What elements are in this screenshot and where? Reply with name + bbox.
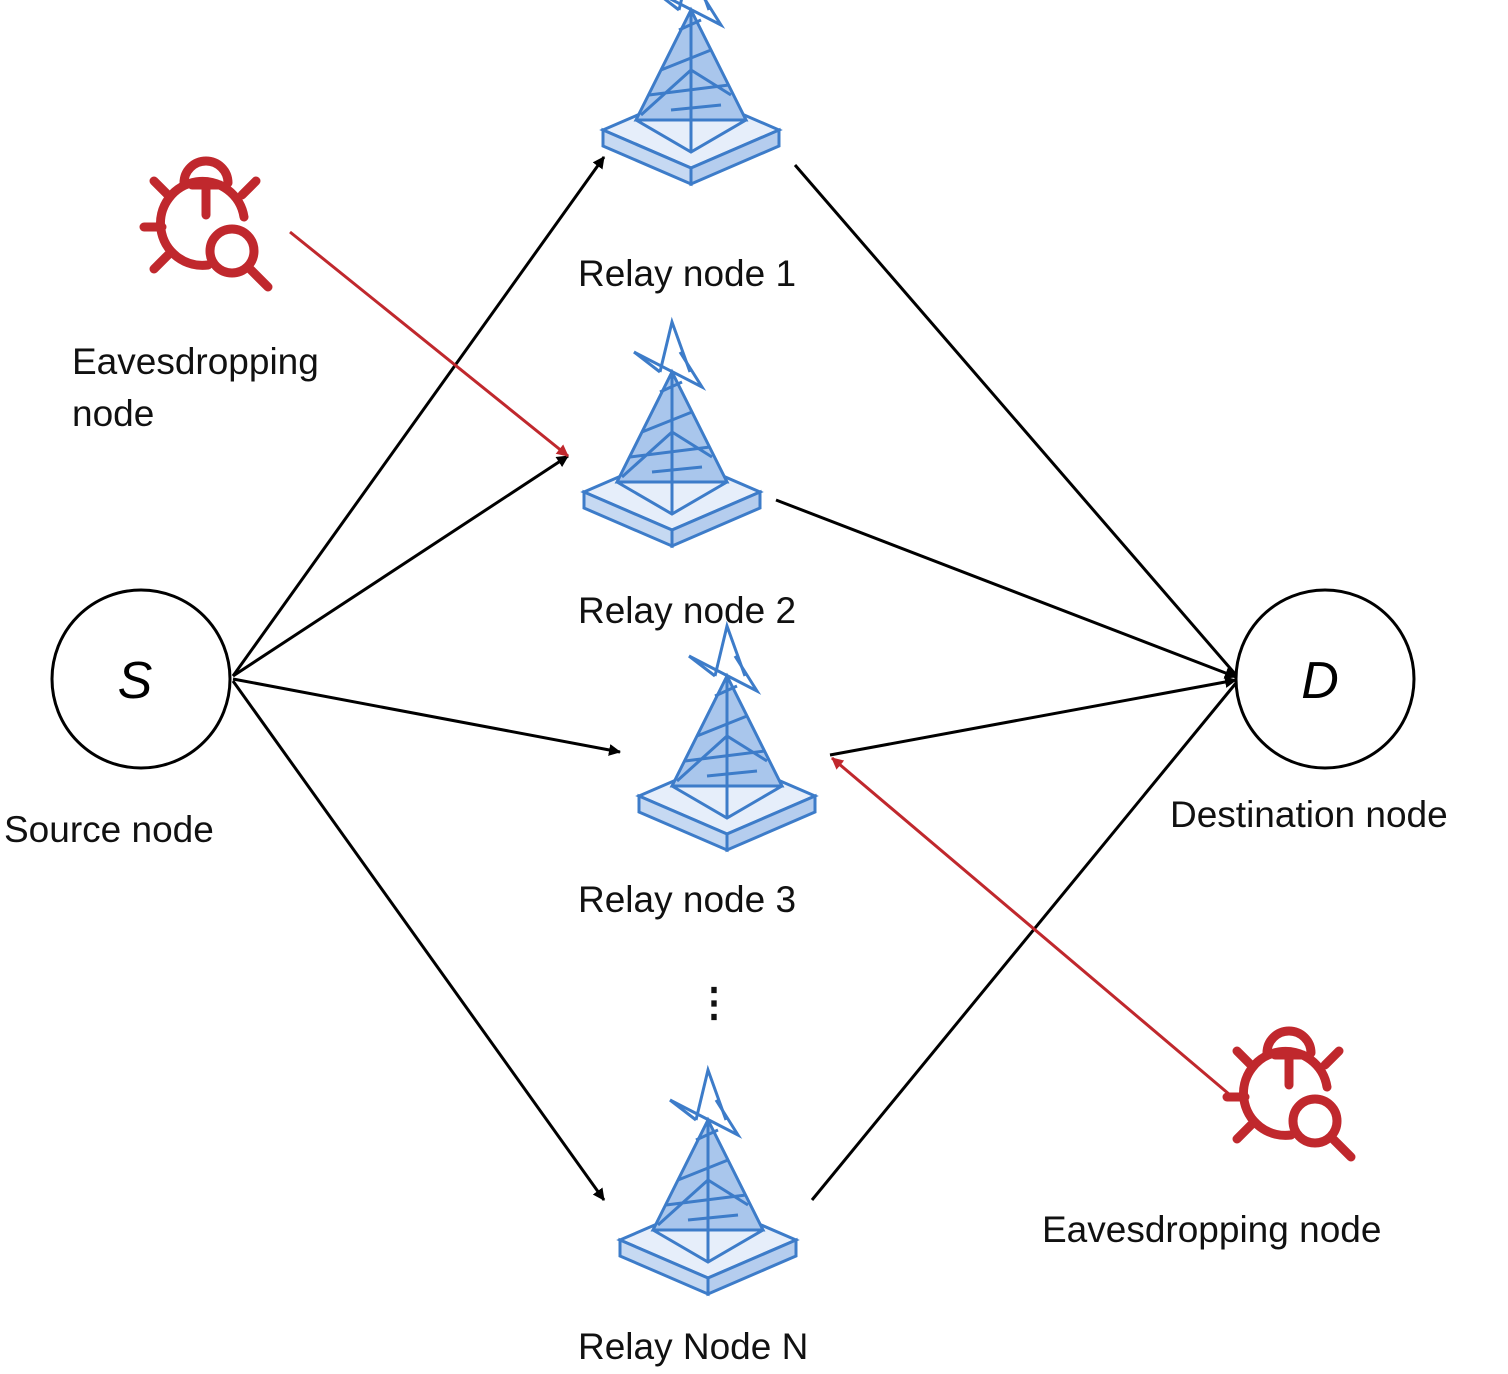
source-node: S [50,588,232,770]
relay-tower-icon-3 [637,624,817,852]
eavesdropper-label-1: Eavesdropping node [72,341,319,434]
source-letter: S [118,652,153,710]
source-to-relay-links [231,156,621,1201]
relay-label-N: Relay Node N [578,1326,809,1367]
relay-tower-icon-N [618,1068,798,1296]
bug-icon-eavesdropper-2 [1227,1031,1351,1157]
relay-ellipsis: ⋮ [694,981,734,1025]
relay-tower-icon-1 [601,0,781,186]
destination-letter: D [1301,652,1339,710]
eavesdropper-label-2: Eavesdropping node [1042,1209,1382,1250]
link-source-relay1 [231,156,606,677]
destination-node-label: Destination node [1170,794,1448,835]
link-relayN-destination [810,682,1238,1201]
relay-to-destination-links [775,164,1238,1201]
bug-icon-eavesdropper-1 [144,161,268,287]
link-source-relay3 [232,677,621,756]
link-source-relay2 [232,454,569,678]
relay-tower-icon-2 [582,320,762,548]
relay-label-1: Relay node 1 [578,253,797,294]
link-source-relayN [231,680,606,1201]
relay-label-2: Relay node 2 [578,590,797,631]
source-node-label: Source node [4,809,214,850]
link-eavesdropper1-relay2 [289,230,569,458]
link-relay3-destination [829,676,1237,757]
link-eavesdropper2-relay3 [831,756,1237,1102]
destination-node: D [1234,588,1416,770]
link-relay2-destination [775,498,1237,679]
eavesdropping-links [289,230,1237,1102]
relay-label-3: Relay node 3 [578,879,797,920]
link-relay1-destination [793,164,1238,676]
